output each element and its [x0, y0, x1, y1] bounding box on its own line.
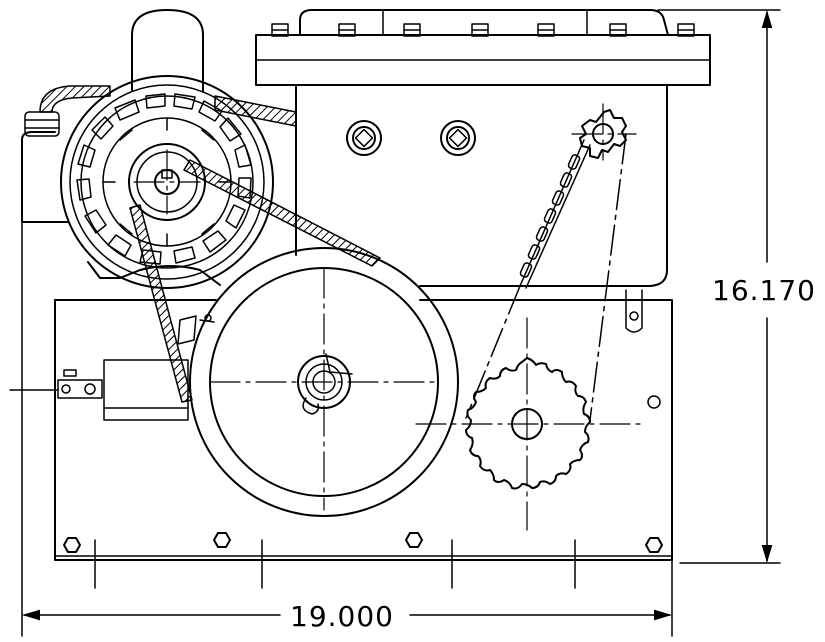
height-dimension-label: 16.170: [712, 274, 816, 307]
large-sprocket: [465, 357, 591, 490]
dimension-lines: [21, 9, 781, 637]
motor-pulley: [128, 143, 206, 221]
housing-plug-left: [346, 120, 382, 156]
v-belt: [129, 159, 381, 403]
chain-phantom-lines: [465, 133, 627, 421]
conduit-rear: [214, 95, 297, 127]
electric-motor: [21, 9, 297, 289]
motor-end-bell: [60, 75, 274, 289]
housing-plug-right: [440, 120, 476, 156]
motor-base: [87, 261, 221, 286]
motor-capacitor: [131, 9, 204, 93]
gear-housing: [255, 9, 711, 287]
conduit: [39, 85, 111, 113]
center-lines: [133, 103, 641, 531]
belt-tensioner: [57, 359, 189, 421]
width-dimension-label: 19.000: [290, 600, 394, 633]
flange-bolts: [271, 23, 695, 37]
base-plate: [54, 289, 673, 561]
drive-chain: [519, 139, 591, 289]
housing-cover: [299, 9, 669, 36]
